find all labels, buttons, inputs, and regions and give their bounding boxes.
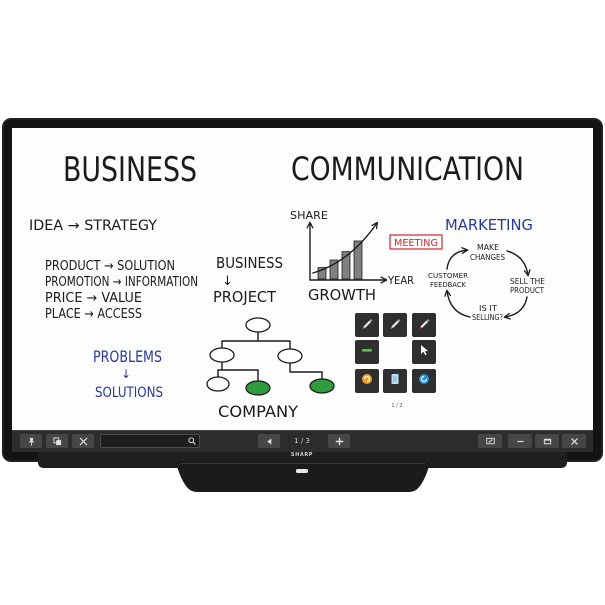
pin-button[interactable] [20,434,42,448]
growth-y-label: SHARE [290,209,328,222]
search-box[interactable] [100,434,200,448]
org-node [206,376,230,392]
org-node [277,348,303,364]
cycle-arrow [506,250,531,277]
idea-strategy-note: IDEA → STRATEGY [29,218,157,234]
marketing-mix-price: PRICE → VALUE [45,291,142,306]
close-button[interactable] [562,434,586,448]
marketing-title: MARKETING [445,216,533,234]
marketing-mix-promotion: PROMOTION → INFORMATION [45,275,198,290]
palette-tool-orange[interactable] [355,369,379,393]
pen-tool-1[interactable] [355,313,379,337]
business-arrow: ↓ [222,274,233,289]
org-chart: COMPANY [206,317,335,421]
minimize-icon [516,440,524,442]
pen-icon [419,319,430,329]
tools-button[interactable] [72,434,94,448]
highlighter-tool[interactable] [355,340,379,364]
close-icon [570,437,578,445]
growth-x-label: YEAR [387,274,414,287]
search-input[interactable] [104,436,184,446]
pin-icon [28,437,34,446]
growth-caption: GROWTH [308,286,376,304]
pen-icon [362,319,373,329]
restore-icon [543,438,551,444]
whiteboard-canvas[interactable]: BUSINESS COMMUNICATION IDEA → STRATEGY P… [12,128,593,430]
business-note: BUSINESS [216,254,283,272]
org-node-green [245,380,271,396]
cycle-feedback-2: FEEDBACK [430,281,466,289]
blue-circle-icon [419,374,429,384]
palette-page-indicator[interactable]: 1 / 2 [391,403,403,409]
previous-page-button[interactable] [258,434,280,448]
cycle-sell-product-2: PRODUCT [510,286,544,295]
minimize-button[interactable] [508,434,532,448]
cycle-is-selling-2: SELLING? [472,313,503,322]
brand-logo: SHARP [290,452,314,458]
restore-button[interactable] [535,434,559,448]
speaker-bar [38,452,567,468]
pen-display-button[interactable] [478,434,502,448]
meeting-tag-box [389,234,443,250]
marketing-mix-place: PLACE → ACCESS [45,307,142,322]
growth-bar [317,267,327,280]
power-indicator [296,469,308,473]
pen-tool-3[interactable] [412,313,436,337]
cycle-feedback-1: CUSTOMER [428,272,468,280]
cycle-make-changes-2: CHANGES [470,253,505,262]
plus-icon [335,437,343,445]
select-tool[interactable] [412,340,436,364]
org-chart-caption: COMPANY [218,402,298,421]
highlighter-icon [362,349,372,352]
solutions-note: SOLUTIONS [95,385,163,401]
org-node-green [309,378,335,394]
orange-circle-icon [362,374,372,384]
cycle-arrow [446,247,469,270]
cycle-make-changes-1: MAKE [477,243,499,252]
growth-sketch: SHARE YEAR GROWTH [290,209,414,304]
growth-bars [317,240,363,280]
title-communication: COMMUNICATION [291,150,524,188]
meeting-tag: MEETING [394,238,438,249]
project-note: PROJECT [213,288,277,306]
marketing-mix-product: PRODUCT → SOLUTION [45,259,175,274]
growth-trend-arrow [312,221,379,274]
growth-bar [341,251,351,280]
tools-icon [79,437,87,445]
pen-display-icon [485,437,495,444]
prev-arrow-icon [266,437,271,445]
marketing-cycle: MARKETING MAKE CHANGES SELL THE PRODUCT … [428,216,545,322]
search-icon[interactable] [188,437,196,445]
copy-icon [52,436,61,445]
palette-tool-blue[interactable] [412,369,436,393]
cursor-icon [421,345,428,356]
org-node [245,317,271,333]
cycle-is-selling-1: IS IT [479,304,497,313]
page-indicator: 1 / 3 [294,437,310,445]
org-node [209,347,235,363]
cycle-arrow [503,296,528,320]
add-page-button[interactable] [328,434,350,448]
copy-button[interactable] [46,434,68,448]
problems-note: PROBLEMS [93,347,162,366]
whiteboard-screen[interactable]: BUSINESS COMMUNICATION IDEA → STRATEGY P… [12,128,593,430]
palette-tool-document[interactable] [383,369,407,393]
display-stand [176,462,430,492]
org-chart-links [217,331,323,382]
title-business: BUSINESS [63,150,197,190]
cycle-arrow [444,289,471,318]
growth-bar [353,240,363,280]
bottom-toolbar: 1 / 3 [12,430,593,452]
cycle-sell-product-1: SELL THE [510,277,545,286]
pen-tool-2[interactable] [383,313,407,337]
pen-icon [390,319,401,329]
document-icon [391,374,399,384]
growth-bar [329,259,339,280]
problems-arrow: ↓ [121,367,131,381]
